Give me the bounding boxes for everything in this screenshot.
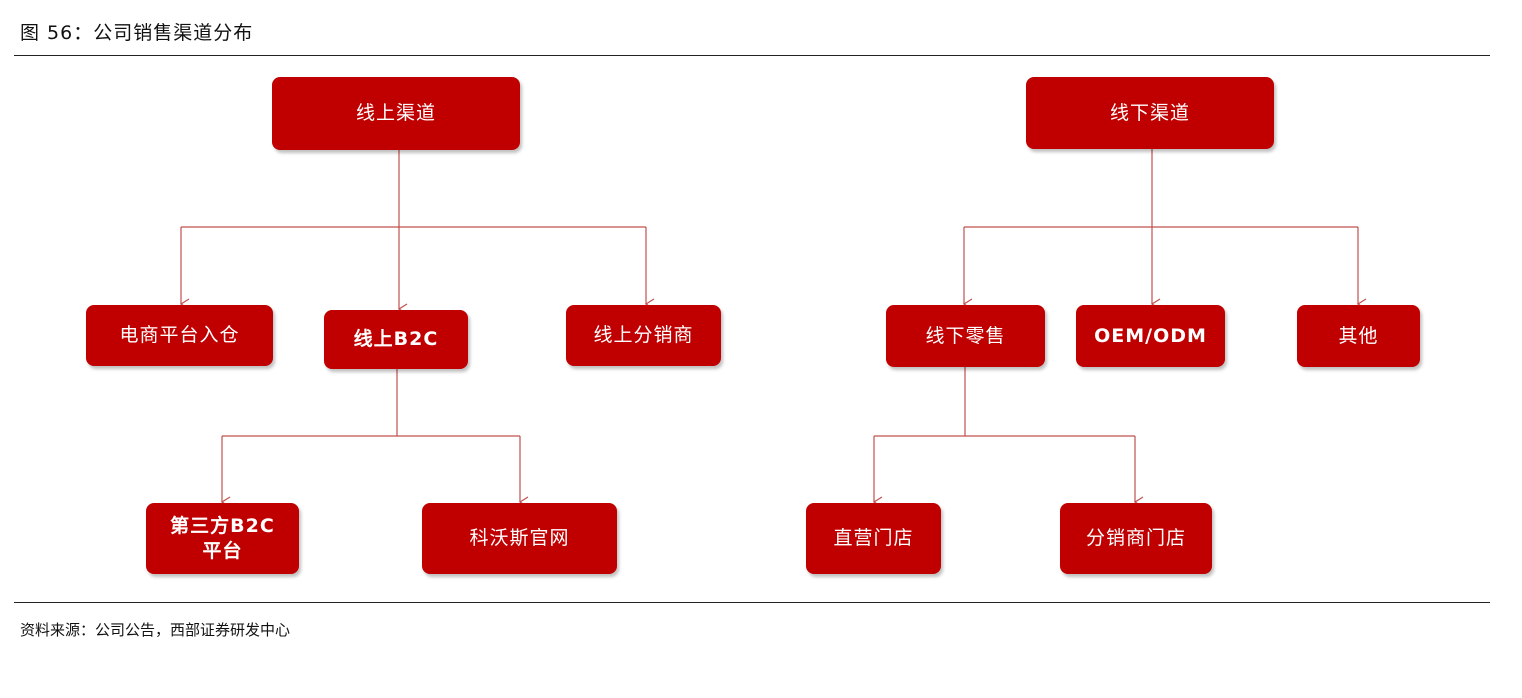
- node-covos-official-site: 科沃斯官网: [422, 503, 617, 574]
- node-online-b2c: 线上B2C: [324, 310, 468, 369]
- source-note: 资料来源：公司公告，西部证券研发中心: [20, 621, 291, 639]
- node-ecommerce-warehouse: 电商平台入仓: [86, 305, 273, 366]
- node-offline-retail: 线下零售: [886, 305, 1045, 367]
- node-offline-channel: 线下渠道: [1026, 77, 1274, 149]
- node-distributor-stores: 分销商门店: [1060, 503, 1212, 574]
- node-oem-odm: OEM/ODM: [1076, 305, 1225, 367]
- node-direct-stores: 直营门店: [806, 503, 941, 574]
- node-online-channel: 线上渠道: [272, 77, 520, 150]
- node-online-distributor: 线上分销商: [566, 305, 721, 366]
- bottom-divider: [14, 602, 1490, 603]
- figure-title: 图 56：公司销售渠道分布: [20, 22, 254, 44]
- node-other: 其他: [1297, 305, 1420, 367]
- node-third-party-b2c-platform: 第三方B2C 平台: [146, 503, 299, 574]
- top-divider: [14, 55, 1490, 56]
